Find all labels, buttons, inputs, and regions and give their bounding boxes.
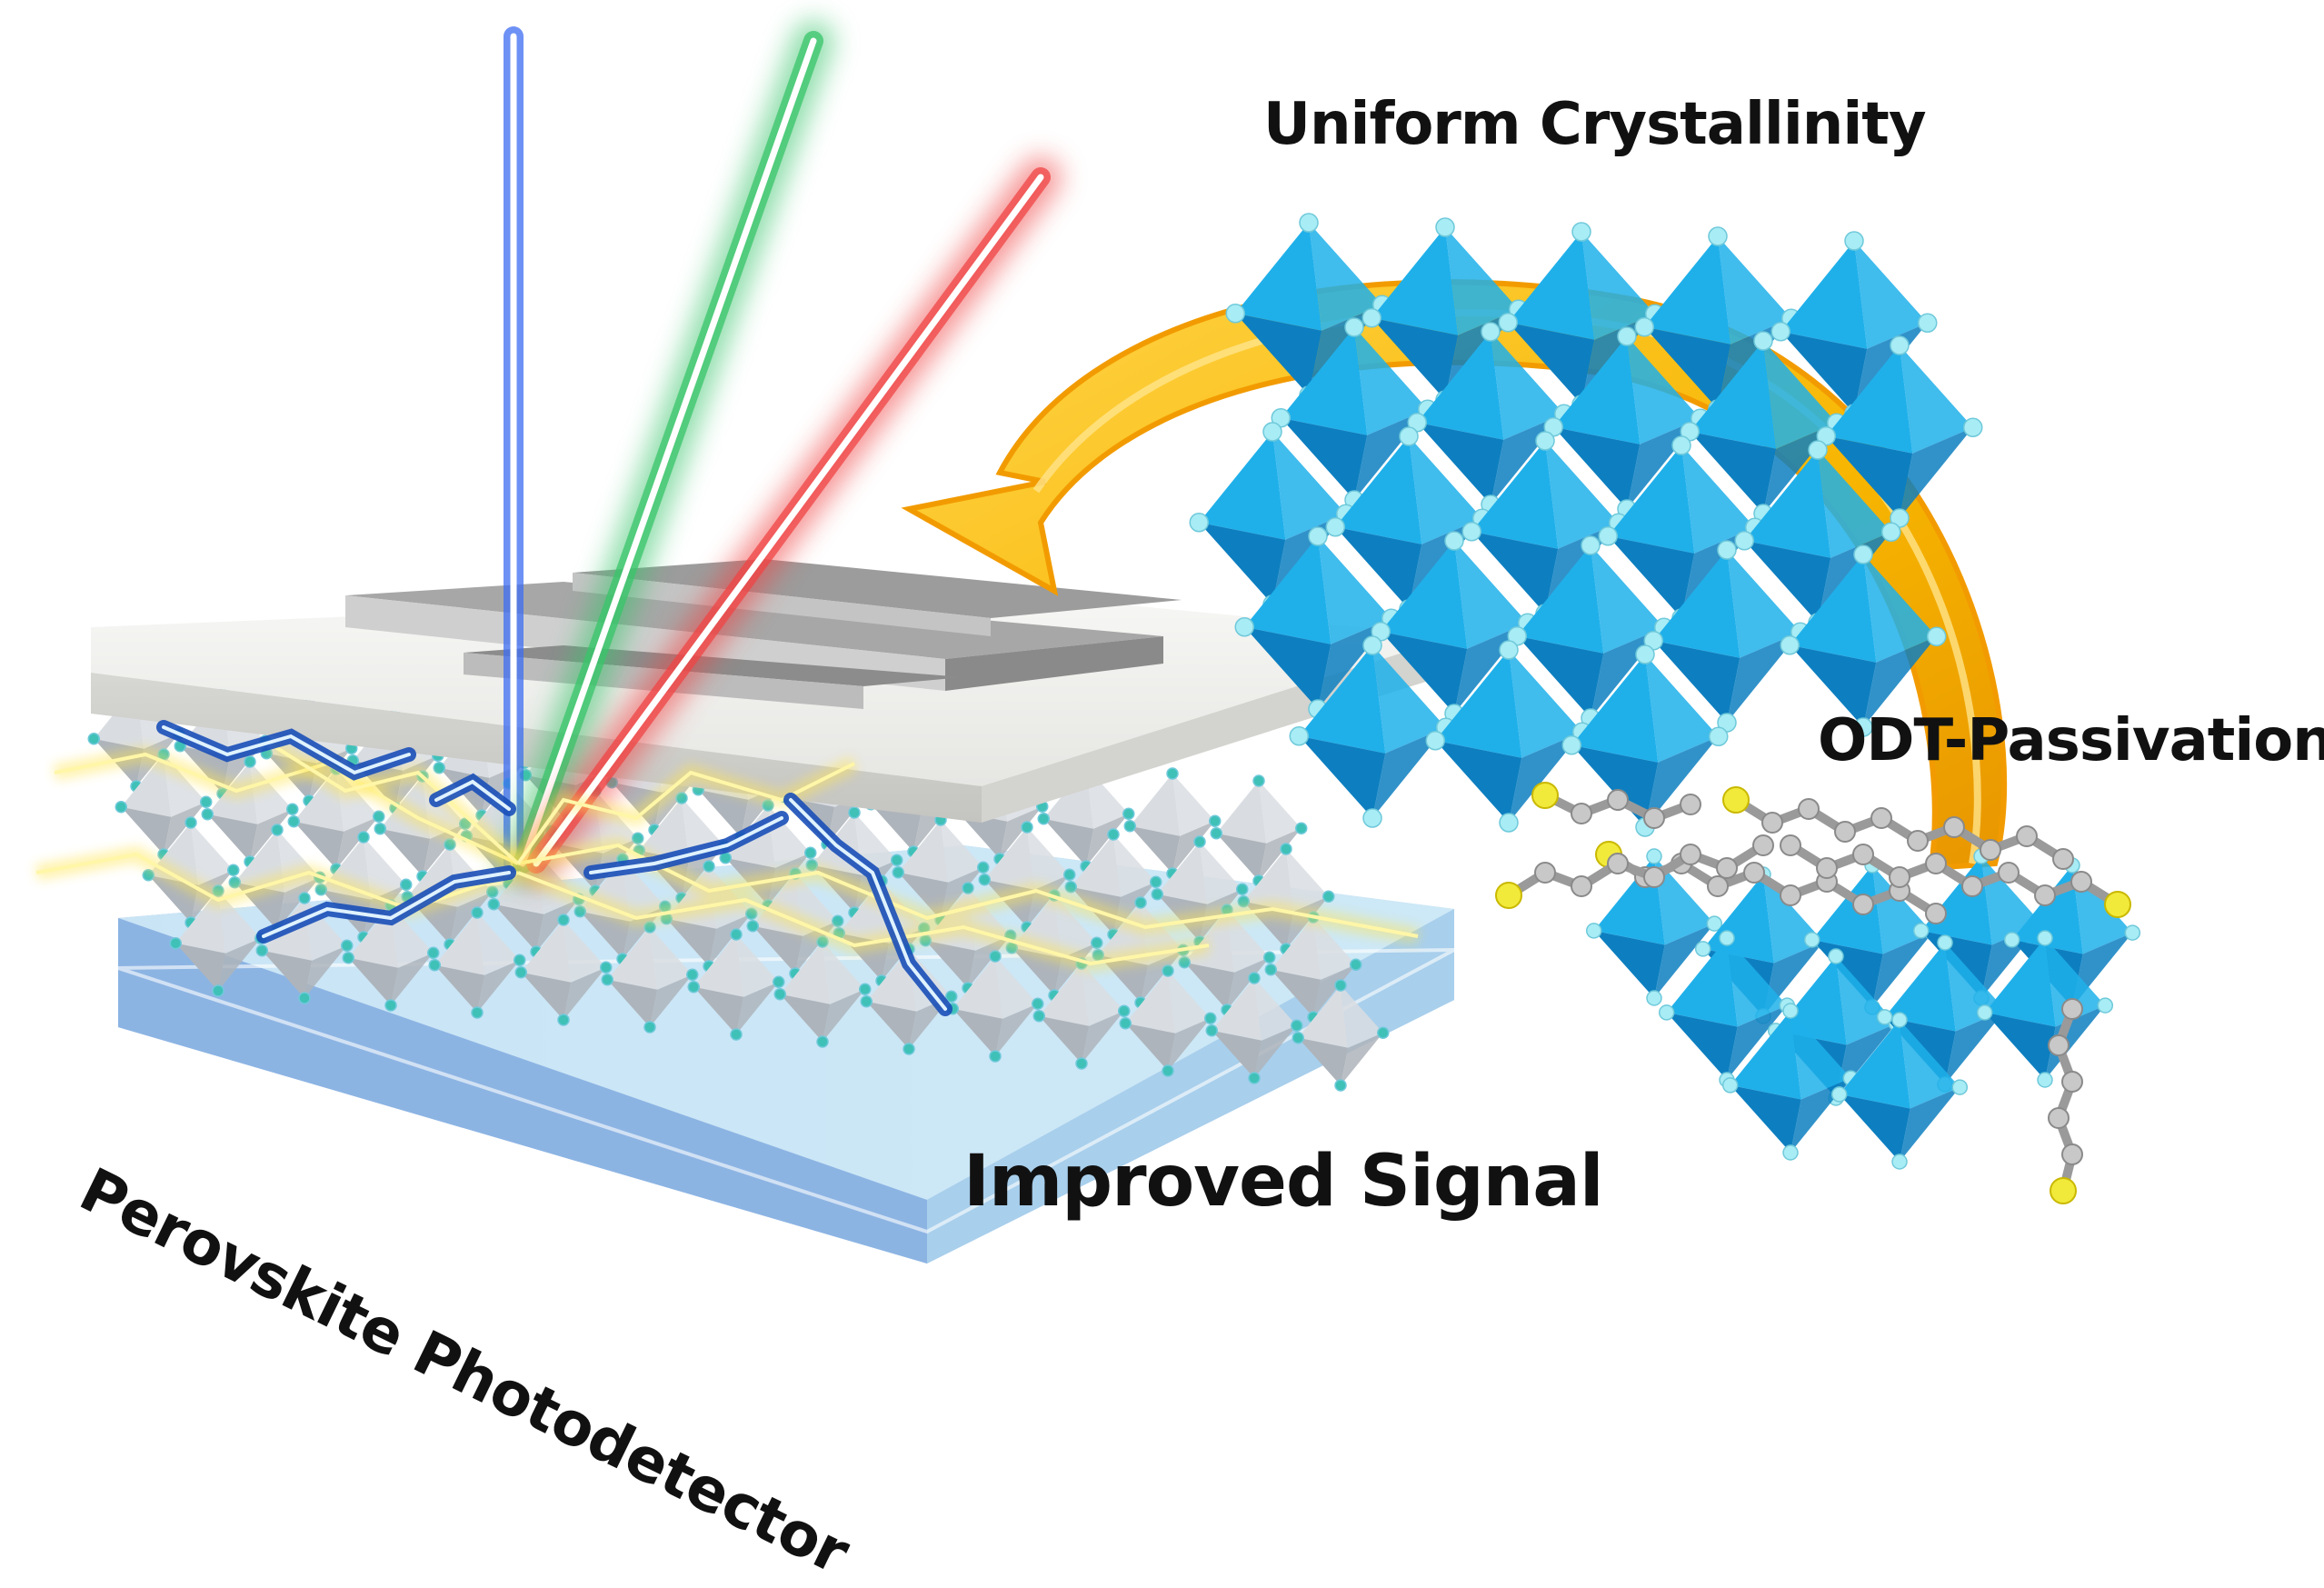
crystal-octahedron bbox=[1643, 540, 1810, 733]
device-octahedron bbox=[1264, 911, 1362, 1024]
device-octahedron bbox=[773, 935, 872, 1048]
crystal-octahedron bbox=[1816, 335, 1983, 528]
crystal-octahedron bbox=[1425, 640, 1592, 833]
perovskite-diagram bbox=[35, 15, 2141, 1263]
charge-streak bbox=[583, 811, 789, 880]
odt-chain bbox=[1780, 834, 2131, 918]
improved-signal-label: Improved Signal bbox=[963, 1141, 1604, 1223]
charge-streak bbox=[429, 773, 516, 816]
device-octahedron bbox=[428, 906, 526, 1019]
device-octahedron bbox=[1292, 979, 1390, 1092]
crystal-octahedron bbox=[1780, 544, 1947, 737]
uniform-crystallinity-label: Uniform Crystallinity bbox=[1263, 91, 1927, 158]
charge-streak bbox=[156, 720, 416, 781]
crystal-octahedron bbox=[1507, 535, 1674, 728]
green-light-beam bbox=[502, 20, 834, 884]
device-octahedron bbox=[169, 884, 267, 997]
device-octahedron bbox=[687, 928, 785, 1041]
odt-octahedron bbox=[1976, 930, 2114, 1088]
crystal-octahedron bbox=[1325, 426, 1492, 619]
light-beams bbox=[493, 15, 1062, 884]
device-octahedron bbox=[514, 914, 613, 1026]
crystal-octahedron bbox=[1289, 635, 1456, 828]
charge-streak bbox=[256, 865, 516, 944]
spark bbox=[53, 745, 522, 872]
crystal-octahedron bbox=[1371, 531, 1538, 724]
odt-ligand-chains bbox=[1495, 782, 2131, 1204]
odt-passivated-cluster bbox=[1585, 848, 2141, 1170]
device-octahedron bbox=[946, 950, 1044, 1063]
spark bbox=[268, 738, 524, 870]
device-octahedron bbox=[1178, 904, 1276, 1016]
device-octahedron bbox=[1210, 774, 1308, 887]
device-octahedron bbox=[1205, 972, 1303, 1084]
odt-passivation-label: ODT-Passivation bbox=[1818, 707, 2324, 774]
device-octahedron bbox=[1123, 767, 1222, 880]
charge-streak bbox=[783, 793, 953, 1016]
red-light-beam bbox=[515, 156, 1062, 884]
spark bbox=[514, 864, 1211, 973]
odt-chain bbox=[1722, 786, 2074, 870]
uniform-crystal-cluster bbox=[1189, 213, 1983, 837]
odt-chain bbox=[1495, 834, 1774, 909]
odt-chain bbox=[1531, 782, 1701, 829]
device-octahedron bbox=[1032, 957, 1131, 1070]
charge-transport-sparks bbox=[35, 720, 1420, 1016]
device-octahedron bbox=[601, 921, 699, 1034]
crystal-octahedron bbox=[1271, 317, 1438, 510]
device-octahedron bbox=[1119, 964, 1217, 1077]
odt-octahedron bbox=[1830, 1012, 1969, 1170]
odt-chain bbox=[2048, 998, 2083, 1204]
